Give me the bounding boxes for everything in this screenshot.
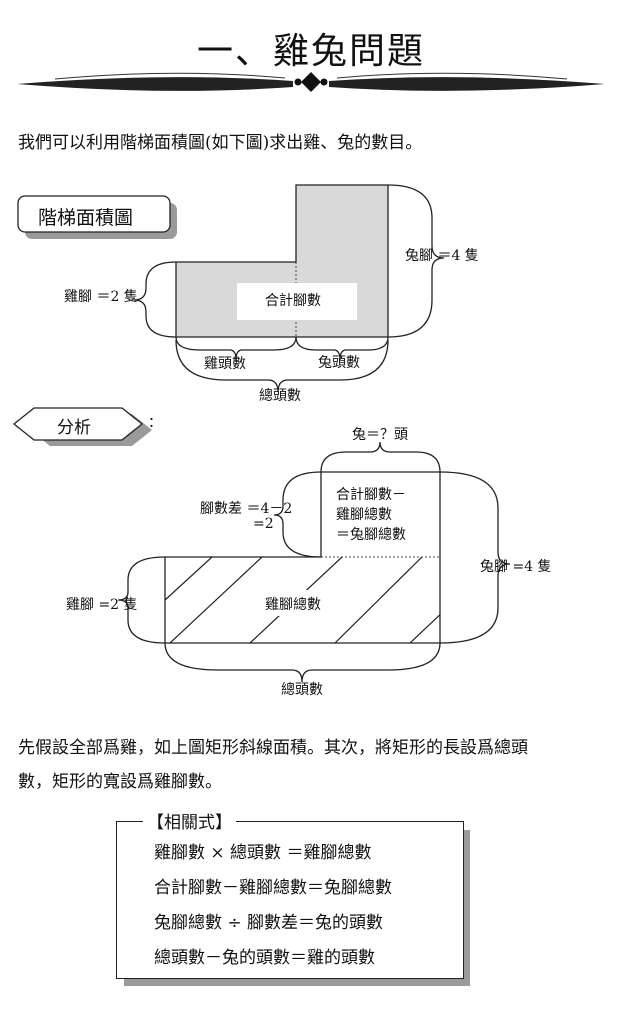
explanation-line-1: 先假設全部爲雞，如上圖矩形斜線面積。其次，將矩形的長設爲總頭 — [18, 738, 528, 758]
explanation-line-2: 數，矩形的寬設爲雞腳數。 — [18, 772, 222, 792]
formula-box — [116, 821, 464, 979]
feet-diff-line2: =2 — [253, 516, 274, 532]
rabbit-heads-unknown-label: 兔＝？頭 — [352, 427, 408, 443]
analysis-badge-shape — [12, 407, 152, 446]
chicken-feet-label: 雞腳 ＝2 隻 — [64, 289, 138, 305]
analysis-badge: 分析 — [57, 418, 91, 438]
remainder-line3: ＝兔腳總數 — [336, 527, 406, 543]
analysis-colon: ： — [148, 415, 162, 431]
ornamental-divider — [17, 72, 605, 92]
total-feet-label: 合計腳數 — [265, 293, 321, 309]
remainder-line2: 雞腳總數 — [336, 507, 392, 523]
total-heads-label-2: 總頭數 — [281, 682, 323, 698]
total-heads-label: 總頭數 — [259, 388, 301, 404]
formula-item: 兔腳總數 ÷ 腳數差＝兔的頭數 — [154, 913, 384, 933]
formula-heading: 【相關式】 — [143, 808, 236, 833]
area-diagram-badge: 階梯面積圖 — [38, 207, 134, 229]
rabbit-heads-label: 兔頭數 — [318, 355, 360, 371]
intro-text: 我們可以利用階梯面積圖(如下圖)求出雞、兔的數目。 — [18, 133, 423, 153]
formula-item: 雞腳數 × 總頭數 ＝雞腳總數 — [154, 843, 372, 863]
page-title: 一、雞兔問題 — [196, 31, 425, 72]
analysis-area-diagram — [117, 441, 511, 683]
formula-item: 總頭數－兔的頭數＝雞的頭數 — [154, 948, 375, 968]
chicken-total-feet-label: 雞腳總數 — [265, 597, 321, 613]
rabbit-feet-label: 兔腳 ＝4 隻 — [405, 248, 479, 264]
formula-item: 合計腳數－雞腳總數＝兔腳總數 — [154, 878, 392, 898]
chicken-feet-label-2: 雞腳 =2 隻 — [66, 597, 138, 613]
rabbit-feet-label-2: 兔腳 =4 隻 — [480, 559, 552, 575]
staircase-area-diagram — [17, 184, 445, 393]
chicken-heads-label: 雞頭數 — [204, 356, 246, 372]
remainder-line1: 合計腳數－ — [336, 487, 406, 503]
feet-diff-line1: 腳數差 ＝4－2 — [200, 501, 293, 517]
